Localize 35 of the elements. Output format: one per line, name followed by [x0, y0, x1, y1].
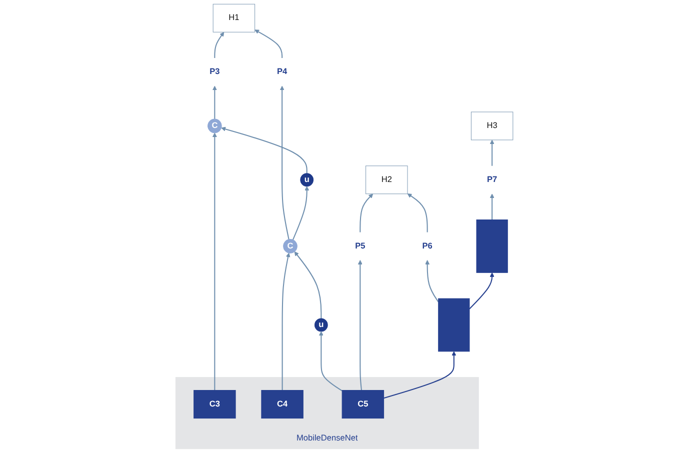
arrow	[406, 193, 428, 232]
arrow	[294, 251, 322, 319]
node-box: H3	[470, 112, 513, 140]
node-box: C5	[342, 390, 384, 419]
arrow	[489, 194, 494, 220]
node-box: C3	[193, 390, 236, 419]
node-bar	[438, 298, 470, 352]
node-bar	[476, 220, 508, 273]
arrow	[254, 30, 282, 58]
node-text: P4	[276, 67, 287, 76]
node-text: P3	[209, 67, 220, 76]
arrow	[383, 351, 456, 399]
node-box: C4	[260, 390, 304, 419]
node-circle: C	[282, 239, 298, 254]
arrow	[489, 140, 494, 166]
node-text: P7	[486, 175, 497, 184]
arrow	[212, 86, 217, 120]
node-box: H2	[365, 166, 408, 194]
arrow	[214, 32, 224, 58]
node-circle: u	[314, 318, 328, 332]
arrow	[292, 186, 309, 240]
node-box: H1	[212, 4, 255, 32]
arrow	[468, 272, 494, 310]
arrow	[220, 126, 308, 174]
arrow	[279, 86, 290, 240]
arrow	[358, 260, 362, 390]
arrow	[359, 194, 373, 232]
node-text: P5	[354, 242, 365, 250]
arrow	[281, 252, 290, 390]
arrow	[318, 331, 342, 392]
node-text: P6	[422, 242, 432, 250]
node-circle: u	[300, 173, 314, 187]
arrow	[212, 132, 217, 390]
node-circle: C	[207, 118, 222, 134]
arrow	[424, 260, 438, 302]
